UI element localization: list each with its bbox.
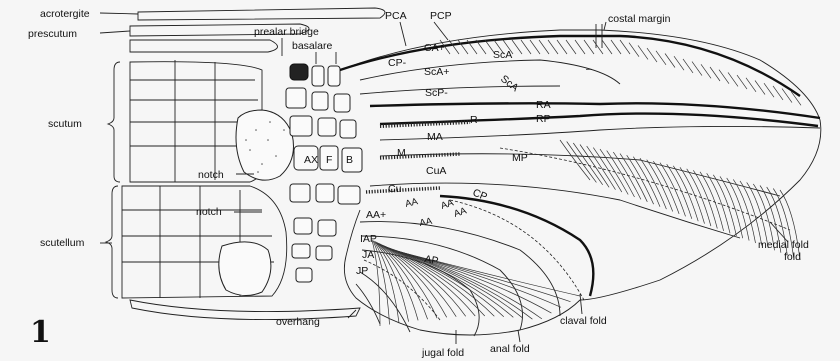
label-anal-fold: anal fold — [490, 343, 530, 355]
scutellum-brace — [106, 186, 118, 298]
label-jp: JP — [356, 265, 368, 277]
label-cua: CuA — [426, 165, 446, 177]
label-iap: IAP — [360, 233, 377, 245]
fine-vein — [449, 40, 459, 54]
label-ra: RA — [536, 99, 551, 111]
basalare-sclerite-2 — [312, 66, 324, 86]
label-prescutum: prescutum — [28, 28, 77, 40]
label-sca: ScA — [493, 49, 512, 61]
fine-vein — [593, 40, 603, 54]
fine-vein — [566, 40, 576, 54]
label-scutellum: scutellum — [40, 237, 85, 249]
fine-vein — [746, 78, 756, 92]
figure-number: 1 — [30, 315, 51, 350]
label-basalare: basalare — [292, 40, 332, 52]
fine-vein — [701, 64, 711, 78]
label-aa-plus: AA+ — [366, 209, 386, 221]
label-medial-fold: medial fold — [758, 239, 809, 251]
label-scp-minus: ScP- — [425, 87, 448, 99]
label-fold-extra: fold — [784, 251, 801, 263]
label-cu: Cu — [388, 183, 402, 195]
overhang-shape — [130, 300, 360, 320]
basalare-sclerite-1 — [290, 64, 308, 80]
label-sca-plus: ScA+ — [424, 66, 449, 78]
label-ja: JA — [362, 249, 374, 261]
fine-vein — [719, 70, 729, 84]
fine-vein — [773, 86, 783, 100]
cua-vein — [370, 183, 740, 238]
fine-vein — [710, 67, 720, 81]
wing-outline — [340, 30, 821, 335]
label-cp-minus: CP- — [388, 57, 407, 69]
rp-vein — [380, 114, 818, 126]
fine-vein — [557, 40, 567, 54]
fine-vein — [629, 43, 639, 57]
fine-vein — [647, 48, 657, 62]
label-r: R — [470, 114, 478, 126]
label-rp: RP — [536, 113, 551, 125]
label-ma: MA — [427, 131, 443, 143]
label-aa-4: AA — [419, 216, 434, 229]
label-mp: MP — [512, 152, 528, 164]
fine-vein — [665, 54, 675, 68]
label-acrotergite: acrotergite — [40, 8, 90, 20]
label-notch-upper: notch — [198, 169, 224, 181]
axillary-sclerites — [286, 64, 362, 282]
fine-vein — [683, 59, 693, 73]
ma-vein — [380, 126, 820, 140]
fine-vein — [620, 40, 630, 54]
fine-vein — [728, 72, 738, 86]
label-costal-margin: costal margin — [608, 13, 671, 25]
label-f: F — [326, 154, 332, 166]
label-prealar-bridge: prealar bridge — [254, 26, 319, 38]
label-scutum: scutum — [48, 118, 82, 130]
fine-vein — [512, 40, 522, 54]
label-pcp: PCP — [430, 10, 452, 22]
fine-vein — [575, 40, 585, 54]
label-pca: PCA — [385, 10, 407, 22]
label-jugal-fold: jugal fold — [421, 347, 464, 359]
acrotergite-shape — [138, 8, 385, 20]
label-ax: AX — [304, 154, 318, 166]
fine-vein — [530, 40, 540, 54]
fine-vein — [602, 40, 612, 54]
label-sca-minus: ScA — [498, 73, 521, 94]
wing — [340, 24, 821, 336]
label-minus-mark: – — [586, 63, 592, 75]
fine-vein — [521, 40, 531, 54]
label-notch-lower: notch — [196, 206, 222, 218]
fine-vein — [674, 56, 684, 70]
fine-vein — [737, 75, 747, 89]
fine-vein — [548, 40, 558, 54]
scutum-brace — [108, 62, 120, 182]
label-overhang: overhang — [276, 316, 320, 328]
medial-fold-line — [500, 148, 790, 230]
notch-lobe — [236, 110, 294, 180]
label-aa-3: AA — [404, 196, 420, 210]
label-b: B — [346, 154, 353, 166]
fine-vein — [539, 40, 549, 54]
label-ca-plus: CA+ — [424, 42, 445, 54]
label-aa-2: AA — [453, 205, 469, 220]
label-m: M — [397, 147, 406, 159]
fine-vein — [764, 83, 774, 97]
label-claval-fold: claval fold — [560, 315, 607, 327]
label-ap: AP — [423, 253, 439, 267]
fine-vein — [755, 81, 765, 95]
fine-vein — [611, 40, 621, 54]
fine-vein — [584, 40, 594, 54]
fine-vein — [692, 62, 702, 76]
fine-vein — [638, 45, 648, 59]
fine-vein — [381, 244, 466, 316]
fine-vein — [656, 51, 666, 65]
